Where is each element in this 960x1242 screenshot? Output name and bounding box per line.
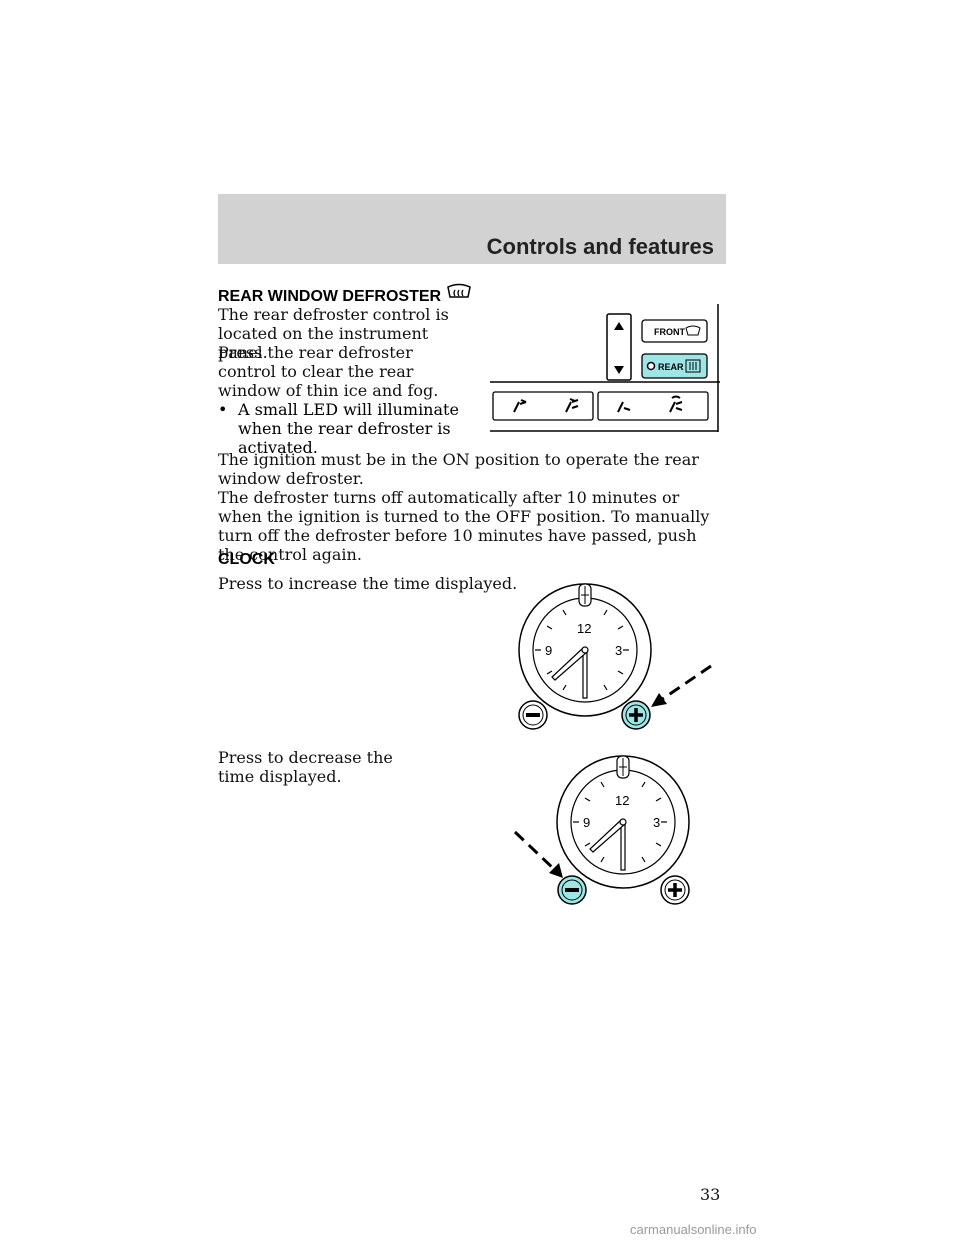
dial-9: 9 — [583, 815, 590, 830]
floor-defrost-airflow-icon — [669, 395, 683, 413]
bilevel-airflow-icon — [565, 398, 579, 413]
minus-icon — [565, 888, 579, 892]
dial-3: 3 — [653, 815, 660, 830]
pointer-arrow-icon — [651, 664, 712, 707]
windshield-defrost-icon — [685, 325, 701, 336]
header-band: Controls and features — [218, 194, 726, 264]
defroster-heading-text: REAR WINDOW DEFROSTER — [218, 288, 442, 305]
page-number: 33 — [700, 1185, 721, 1204]
clock-illustration-decrease: 12 9 3 — [513, 755, 690, 905]
clock-decrease-text: Press to decrease the time displayed. — [218, 748, 393, 786]
arrow-up-icon — [614, 322, 624, 330]
section-title: Controls and features — [486, 234, 714, 259]
dial-12: 12 — [577, 621, 591, 636]
climate-control-panel: FRONT REAR — [490, 304, 720, 432]
clock-hands — [551, 646, 589, 699]
floor-airflow-icon — [617, 401, 631, 413]
minus-button[interactable] — [518, 700, 548, 730]
defroster-press-text: Press the rear defroster control to clea… — [218, 343, 439, 400]
plus-icon — [629, 708, 643, 722]
front-label: FRONT — [654, 327, 685, 337]
front-defrost-button[interactable]: FRONT — [641, 319, 708, 343]
dial-12: 12 — [615, 793, 629, 808]
watermark: carmanualsonline.info — [630, 1222, 757, 1237]
clock-heading: CLOCK — [218, 551, 275, 568]
led-indicator-icon — [646, 361, 656, 371]
arrow-down-icon — [614, 366, 624, 374]
rear-defrost-icon — [446, 283, 471, 298]
led-bullet-text: A small LED will illuminate when the rea… — [238, 400, 459, 457]
rear-label: REAR — [658, 362, 684, 372]
clock-hands — [589, 818, 627, 871]
plus-icon — [668, 883, 682, 897]
dial-9: 9 — [545, 643, 552, 658]
defroster-heading: REAR WINDOW DEFROSTER — [218, 283, 472, 306]
clock-illustration-increase: 12 9 3 — [518, 583, 712, 730]
panel-airflow-icon — [513, 399, 527, 413]
ignition-text: The ignition must be in the ON position … — [218, 450, 699, 488]
minus-icon — [526, 713, 540, 717]
mode-buttons-left[interactable] — [492, 391, 594, 421]
clock-logo-icon — [616, 755, 630, 779]
pointer-arrow-icon — [513, 830, 563, 878]
plus-button[interactable] — [660, 875, 690, 905]
mode-buttons-right[interactable] — [597, 391, 709, 421]
dial-3: 3 — [615, 643, 622, 658]
temperature-rocker-switch[interactable] — [606, 313, 632, 381]
rear-window-defrost-icon — [685, 359, 701, 373]
clock-increase-text: Press to increase the time displayed. — [218, 574, 518, 593]
minus-button[interactable] — [557, 875, 587, 905]
defroster-location-text: The rear defroster control is located on… — [218, 305, 449, 362]
auto-off-text: The defroster turns off automatically af… — [218, 488, 710, 564]
clock-logo-icon — [578, 583, 592, 607]
plus-button[interactable] — [621, 700, 651, 730]
bullet-dot: • — [218, 400, 228, 419]
rear-defrost-button[interactable]: REAR — [641, 353, 708, 379]
